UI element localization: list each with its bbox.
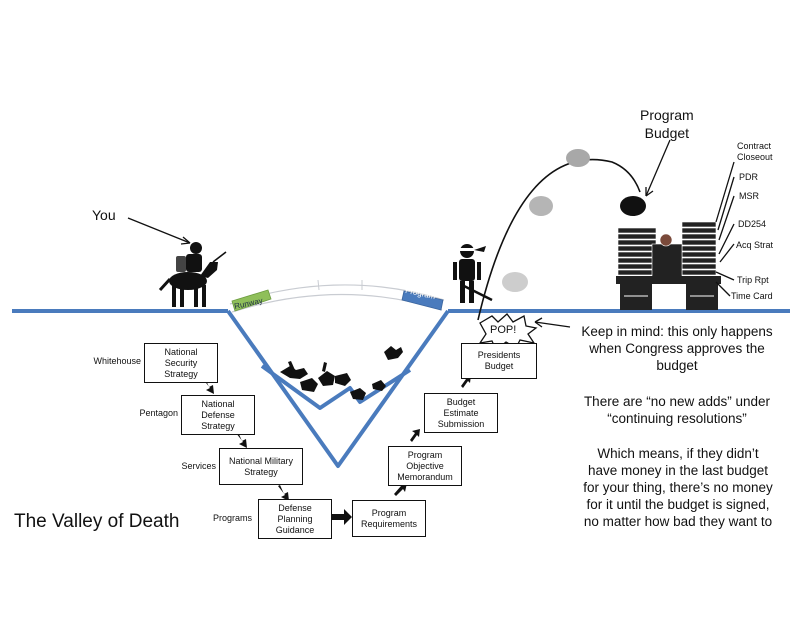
piggy-bank-icon: [620, 196, 646, 216]
bridge: [229, 279, 445, 313]
box-presidents-budget: Presidents Budget: [461, 343, 537, 379]
trajectory-arc: [477, 158, 641, 321]
box-program-requirements: Program Requirements: [352, 500, 426, 537]
box-national-defense-strategy: National Defense Strategy: [181, 395, 255, 435]
note-no-new-adds: There are “no new adds” under “continuin…: [583, 394, 771, 426]
level-label-services: Services: [181, 461, 216, 471]
box-defense-planning-guidance: Defense Planning Guidance: [258, 499, 332, 539]
note-no-money: Which means, if they didn’t have money i…: [583, 446, 773, 529]
program-segment: [401, 290, 444, 311]
box-national-security-strategy: National Security Strategy: [144, 343, 218, 383]
knight-on-unicorn-icon: [158, 242, 227, 307]
paperwork-label-time-card: Time Card: [731, 291, 773, 301]
paperwork-label-pdr: PDR: [739, 172, 759, 182]
note-congress-approves: Keep in mind: this only happens when Con…: [581, 324, 773, 373]
you-label: You: [92, 207, 116, 223]
paperwork-label-acq-strat: Acq Strat: [736, 240, 774, 250]
pop-label: POP!: [490, 324, 517, 336]
paperwork-stacks: [617, 221, 717, 279]
paperwork-label-msr: MSR: [739, 191, 759, 201]
valley-outer: [226, 309, 450, 468]
piggy-bank-icon: [566, 149, 590, 167]
runway-segment: [231, 289, 272, 312]
annotation-lines: [127, 139, 735, 328]
ninja-icon: [453, 244, 493, 303]
diagram-title: The Valley of Death: [14, 511, 180, 532]
box-budget-estimate-submission: Budget Estimate Submission: [424, 393, 498, 433]
paperwork-label-trip-rpt: Trip Rpt: [737, 275, 769, 285]
desks-icon: [616, 276, 721, 310]
level-label-programs: Programs: [212, 513, 252, 523]
piggy-bank-icon: [529, 196, 553, 216]
paperwork-label-dd254: DD254: [738, 219, 767, 229]
valley-inner: [260, 364, 412, 410]
fallen-unicorns-icon: [280, 346, 403, 400]
pop-burst-icon: [478, 313, 538, 352]
level-label-pentagon: Pentagon: [139, 408, 178, 418]
ground-and-valley: [12, 309, 790, 468]
program-budget-label: Program Budget: [640, 107, 694, 141]
paperwork-label-contract-closeout: Contract Closeout: [737, 141, 773, 162]
piggy-bank-icon: [502, 272, 528, 292]
box-national-military-strategy: National Military Strategy: [219, 448, 303, 485]
piggy-bank-trajectory: [477, 149, 646, 321]
level-label-whitehouse: Whitehouse: [93, 356, 141, 366]
box-program-objective-memorandum: Program Objective Memorandum: [388, 446, 462, 486]
